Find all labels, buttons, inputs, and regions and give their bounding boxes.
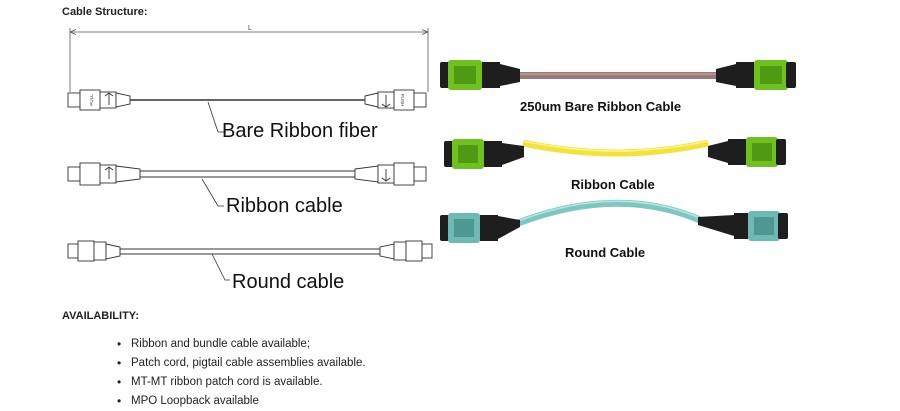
cable-drawing: L PULL PUSH [67, 25, 433, 281]
cable-photos [440, 60, 796, 243]
availability-title: AVAILABILITY: [62, 310, 139, 322]
drawing-label-ribbon: Ribbon cable [226, 195, 343, 217]
connector-pull-label: PULL [89, 94, 94, 106]
round-cable-drawing [67, 240, 433, 262]
leader-lines [201, 101, 230, 281]
list-item: MPO Loopback available [115, 392, 366, 411]
photo-label-ribbon: Ribbon Cable [571, 177, 655, 192]
bare-ribbon-drawing [67, 89, 427, 111]
photo-round-cable [440, 199, 788, 243]
availability-list: Ribbon and bundle cable available; Patch… [115, 335, 366, 411]
photo-label-round: Round Cable [565, 245, 646, 260]
drawing-label-round: Round cable [232, 271, 345, 293]
list-item: Ribbon and bundle cable available; [115, 335, 366, 354]
photo-label-bare: 250um Bare Ribbon Cable [520, 99, 682, 114]
list-item: MT-MT ribbon patch cord is available. [115, 373, 366, 392]
connector-push-label: PUSH [400, 94, 405, 107]
ribbon-cable-drawing [67, 162, 427, 186]
dimension-label: L [248, 25, 252, 32]
section-title: Cable Structure: [62, 6, 148, 18]
photo-ribbon-cable [444, 137, 786, 169]
dimension-line [69, 28, 429, 92]
photo-bare-ribbon [440, 60, 796, 90]
list-item: Patch cord, pigtail cable assemblies ava… [115, 354, 366, 373]
drawing-label-bare: Bare Ribbon fiber [222, 120, 378, 142]
